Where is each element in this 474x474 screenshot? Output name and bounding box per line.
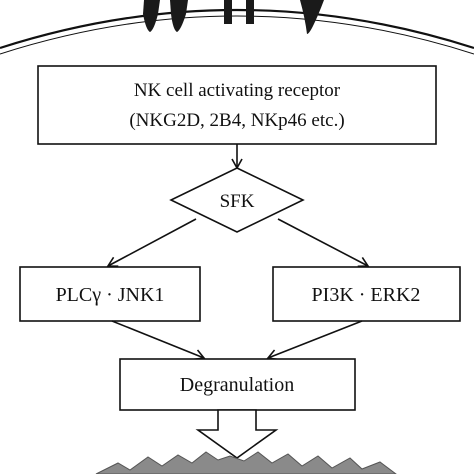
pi3k-erk-box xyxy=(272,266,461,322)
plc-jnk-box xyxy=(19,266,201,322)
receptor-box xyxy=(37,65,437,145)
receptor-box-title: NK cell activating receptor xyxy=(134,80,341,101)
receptor-box-subtitle: (NKG2D, 2B4, NKp46 etc.) xyxy=(129,110,344,131)
cell-membrane-inner xyxy=(0,15,474,55)
arrow-sfk-to-plc xyxy=(106,218,197,267)
sfk-diamond xyxy=(169,167,305,233)
receptor-shapes xyxy=(143,0,324,34)
sfk-label: SFK xyxy=(220,191,255,212)
starburst-shape xyxy=(95,451,397,474)
cell-membrane xyxy=(0,8,474,50)
block-arrow-down xyxy=(195,409,279,459)
arrow-plc-to-degranulation xyxy=(111,320,206,361)
plc-jnk-label: PLCγ · JNK1 xyxy=(56,284,165,306)
arrow-pi3k-to-degranulation xyxy=(266,320,363,361)
degranulation-label: Degranulation xyxy=(180,374,294,396)
arrow-sfk-to-pi3k xyxy=(277,218,370,268)
pi3k-erk-label: PI3K · ERK2 xyxy=(312,284,421,306)
